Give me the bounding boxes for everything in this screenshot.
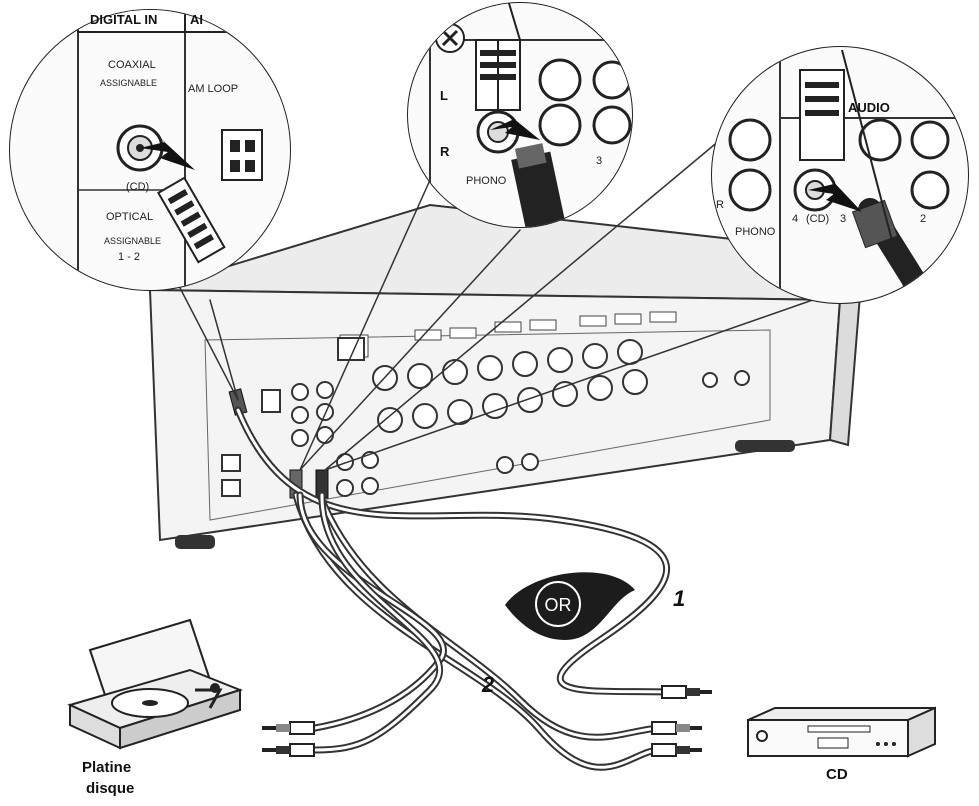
cd-player-caption: CD — [826, 766, 848, 783]
step-2-label: 2 — [481, 672, 495, 697]
callout-audio-in: AUDIO R PHONO 4 (CD) 3 2 — [711, 46, 969, 304]
cd-player-illustration — [747, 706, 936, 758]
analog-plug-turntable-white — [262, 721, 315, 735]
optical-numbers-label: 1 - 2 — [118, 251, 140, 263]
or-label: OR — [545, 595, 572, 615]
input-4-label: 4 — [540, 165, 546, 177]
audio-input-3-label: 3 — [840, 213, 846, 225]
speaker-terminals — [372, 339, 648, 433]
coaxial-assignable-label: ASSIGNABLE — [100, 78, 157, 88]
cables — [149, 139, 871, 771]
analog-plug-turntable-red — [262, 743, 315, 757]
coaxial-label: COAXIAL — [108, 59, 156, 71]
optical-label: OPTICAL — [106, 211, 153, 223]
phono-l-label: L — [440, 88, 448, 103]
analog-plug-cd-red — [651, 743, 702, 757]
callout-phono: L R PHONO 4 3 — [407, 2, 633, 228]
callout-digital-in: DIGITAL IN AI COAXIAL ASSIGNABLE AM LOOP… — [9, 9, 291, 291]
optical-port — [221, 479, 241, 497]
av-receiver — [148, 203, 862, 549]
coaxial-cd-label: (CD) — [126, 181, 149, 193]
audio-input-2-label: 2 — [920, 213, 926, 225]
turntable-caption-line1: Platine — [82, 759, 131, 776]
audio-input-4-label: 4 — [792, 213, 798, 225]
am-loop-terminal — [261, 389, 281, 413]
optical-port — [221, 454, 241, 472]
audio-header: AUDIO — [848, 100, 890, 115]
step-1-label: 1 — [673, 586, 685, 611]
rca-plugs — [262, 685, 712, 757]
analog-header-partial: AI — [190, 12, 203, 27]
or-badge: OR — [505, 572, 635, 640]
phono-r-label: R — [440, 144, 450, 159]
turntable-caption-line2: disque — [86, 780, 134, 797]
input-3-label: 3 — [596, 155, 602, 167]
am-loop-label: AM LOOP — [188, 83, 238, 95]
optical-assignable-label: ASSIGNABLE — [104, 236, 161, 246]
coaxial-plug-cd — [661, 685, 712, 699]
turntable-illustration — [67, 618, 243, 750]
audio-cd-label: (CD) — [806, 213, 829, 225]
phono-label: PHONO — [466, 175, 507, 187]
digital-in-header: DIGITAL IN — [90, 12, 157, 27]
audio-r-label: R — [716, 199, 724, 211]
audio-phono-label: PHONO — [735, 226, 776, 238]
analog-plug-cd-white — [651, 721, 702, 735]
